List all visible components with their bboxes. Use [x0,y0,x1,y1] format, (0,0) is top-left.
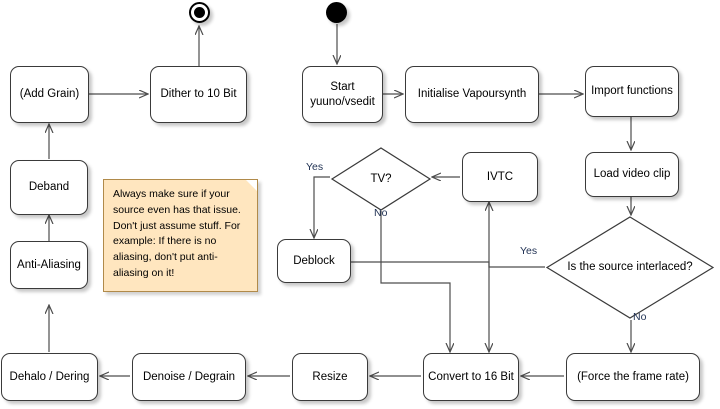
edge-tv-yes-to-deblock [314,176,330,238]
node-denoise-degrain-label: Denoise / Degrain [142,370,236,383]
edge-label-tv-no: No [374,207,388,219]
node-tv-question[interactable]: TV? [330,146,432,212]
node-ivtc[interactable]: IVTC [462,152,538,202]
edge-deblock-to-convert [351,261,489,352]
node-import-functions[interactable]: Import functions [585,66,679,117]
edge-tv-no-to-convert [380,211,450,352]
node-dither-10-bit-label: Dither to 10 Bit [160,88,237,101]
node-deband[interactable]: Deband [10,160,88,215]
node-resize-label: Resize [312,370,348,383]
node-initialise-vapoursynth[interactable]: Initialise Vapoursynth [405,66,539,123]
node-dehalo-dering[interactable]: Dehalo / Dering [1,353,98,401]
edge-label-tv-yes: Yes [306,161,324,173]
edge-label-interlaced-yes: Yes [520,245,538,257]
end-terminal-inner [193,6,206,19]
node-deblock-label: Deblock [293,254,335,267]
node-convert-16-bit[interactable]: Convert to 16 Bit [423,353,519,401]
diamond-shape-interlaced [545,216,715,319]
node-is-source-interlaced[interactable]: Is the source interlaced? [545,215,715,320]
node-denoise-degrain[interactable]: Denoise / Degrain [132,353,246,401]
edge-interlaced-yes-to-ivtc [489,202,545,268]
node-resize[interactable]: Resize [292,353,368,401]
node-tv-question-label: TV? [370,172,392,185]
end-terminal-node [189,2,210,23]
node-initialise-vapoursynth-label: Initialise Vapoursynth [417,88,527,101]
node-start-yuuno-line2: yuuno/vsedit [310,95,375,108]
edge-label-interlaced-no: No [633,311,647,323]
node-start-yuuno-line1: Start [330,81,355,94]
note-fold-corner-icon [246,180,257,191]
node-is-source-interlaced-line2: interlaced? [636,261,693,274]
node-import-functions-label: Import functions [591,85,673,98]
node-add-grain[interactable]: (Add Grain) [10,66,89,123]
node-load-video-clip[interactable]: Load video clip [585,152,679,197]
node-add-grain-label: (Add Grain) [19,88,80,101]
annotation-note: Always make sure if your source even has… [103,179,258,292]
node-load-video-clip-label: Load video clip [593,168,671,181]
start-terminal-node [326,2,347,23]
node-anti-aliasing[interactable]: Anti-Aliasing [10,241,88,289]
node-dehalo-dering-label: Dehalo / Dering [9,370,90,383]
node-force-frame-rate[interactable]: (Force the frame rate) [566,353,700,401]
node-anti-aliasing-label: Anti-Aliasing [17,258,81,271]
node-deband-label: Deband [28,181,70,194]
node-force-frame-rate-label: (Force the frame rate) [577,370,689,383]
node-convert-16-bit-label: Convert to 16 Bit [428,370,514,383]
node-ivtc-label: IVTC [486,170,514,183]
node-is-source-interlaced-line1: Is the source [567,261,634,274]
node-deblock[interactable]: Deblock [277,239,351,283]
node-dither-10-bit[interactable]: Dither to 10 Bit [150,66,247,123]
annotation-note-text: Always make sure if your source even has… [113,188,241,279]
diamond-shape-tv [330,147,432,211]
node-start-yuuno-vsedit[interactable]: Start yuuno/vsedit [302,66,383,123]
